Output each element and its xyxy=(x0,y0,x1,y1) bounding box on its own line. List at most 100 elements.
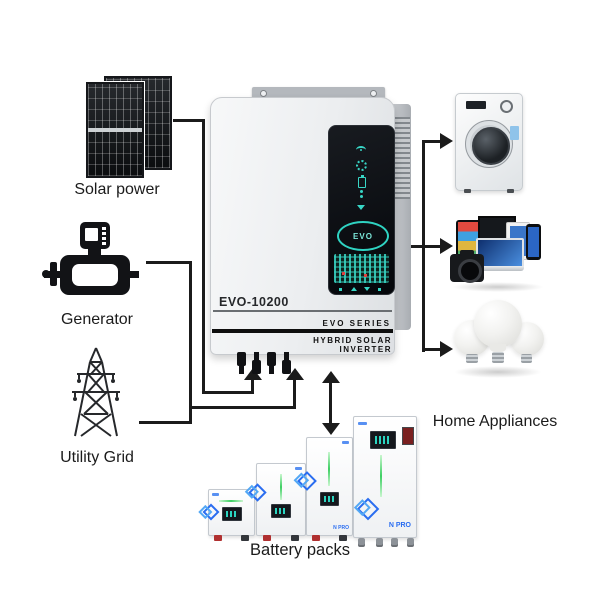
wire-solar-h2 xyxy=(202,391,254,394)
camera-device xyxy=(450,250,484,283)
washer-door xyxy=(465,120,513,168)
wire-arrow2-stem xyxy=(293,379,296,409)
battery-green-stripe xyxy=(280,474,282,500)
mc4-connector xyxy=(282,352,291,374)
wire-arrow-mid-stem xyxy=(422,245,442,248)
inverter-lcd-screen xyxy=(334,254,389,283)
evo-logo-text: EVO xyxy=(353,231,373,241)
lcd-alarm-indicator xyxy=(342,272,345,275)
wire-grid-h xyxy=(139,421,192,424)
inverter-product-label: HYBRID SOLAR INVERTER xyxy=(313,336,392,354)
touch-button-up xyxy=(351,287,357,291)
arrow-battery-down xyxy=(322,423,340,435)
generator-label: Generator xyxy=(60,311,134,328)
wire-solar-v xyxy=(202,119,205,394)
washer-knob xyxy=(500,100,513,113)
battery-terminal xyxy=(291,535,299,541)
electronics-shadow xyxy=(452,282,544,292)
bulb-right-base xyxy=(521,354,532,363)
solar-panel-front xyxy=(85,81,145,179)
touch-button-down xyxy=(364,287,370,291)
mc4-connector xyxy=(252,352,261,374)
touch-button-row xyxy=(337,286,386,294)
wire-mid-h xyxy=(189,406,296,409)
battery-screen xyxy=(370,431,396,449)
battery-green-stripe xyxy=(328,452,330,486)
home-appliances-label: Home Appliances xyxy=(432,413,558,430)
wire-solar-h1 xyxy=(168,119,205,122)
electronics-icon xyxy=(448,216,548,292)
fan-icon xyxy=(357,205,365,210)
wire-arrow-top-stem xyxy=(422,140,442,143)
battery-brand-text: N PRO xyxy=(388,522,411,529)
battery-screen xyxy=(320,492,339,506)
arrow-battery-up xyxy=(322,371,340,383)
inverter-body: EVO EVO-10200 EVO SERIES HYBRID SOLAR IN… xyxy=(210,97,395,355)
laptop-base xyxy=(472,266,524,271)
arrow-to-electronics xyxy=(440,238,453,254)
evo-logo: EVO xyxy=(337,221,389,251)
battery-brand-mark xyxy=(342,441,349,444)
wire-generator-h xyxy=(146,261,192,264)
utility-tower-icon xyxy=(72,347,120,437)
battery-caster xyxy=(358,538,365,545)
generator-icon xyxy=(42,222,139,295)
bulb-center-neck xyxy=(490,344,506,352)
touch-button xyxy=(339,288,342,291)
battery-terminal xyxy=(241,535,249,541)
battery-terminal xyxy=(214,535,222,541)
battery-caster xyxy=(391,538,398,545)
washing-machine-icon xyxy=(455,93,523,193)
usb-icon xyxy=(360,190,363,193)
battery-terminal xyxy=(339,535,347,541)
bulb-center xyxy=(474,300,522,348)
battery-terminal xyxy=(312,535,320,541)
mc4-connector xyxy=(237,352,246,374)
wire-generator-v xyxy=(189,261,192,424)
battery-terminal xyxy=(263,535,271,541)
arrow-to-washer xyxy=(440,133,453,149)
battery-caster xyxy=(376,538,383,545)
battery-brand-mark xyxy=(358,422,367,425)
battery-screen xyxy=(271,504,291,518)
touch-button xyxy=(378,288,381,291)
bulbs-shadow xyxy=(454,366,542,378)
battery-logo-diamond xyxy=(248,483,267,502)
washer-display xyxy=(466,101,486,109)
washer-door-glass xyxy=(472,127,510,165)
battery-pack-1 xyxy=(202,489,255,541)
solar-panel-icon xyxy=(85,74,173,179)
solar-label: Solar power xyxy=(74,181,160,198)
washer-foot xyxy=(464,189,471,193)
bracket-hole xyxy=(260,90,267,97)
inverter-display-panel: EVO xyxy=(328,125,395,295)
battery-pack-4: N PRO xyxy=(353,416,417,545)
washer-sticker xyxy=(510,126,519,140)
inverter-mount-bracket xyxy=(252,87,385,100)
wire-battery-stem xyxy=(329,381,332,425)
battery-pack-3: N PRO xyxy=(297,437,353,541)
wire-arrow-bot-stem xyxy=(422,348,442,351)
battery-brand-text: N PRO xyxy=(333,525,349,531)
black-band xyxy=(212,329,393,333)
utility-grid-label: Utility Grid xyxy=(60,449,134,466)
battery-green-stripe xyxy=(219,500,243,502)
battery-switch-panel xyxy=(402,427,414,445)
bulb-center-base xyxy=(492,352,504,363)
phone-device xyxy=(526,224,541,260)
bulb-left-base xyxy=(466,354,478,363)
battery-caster xyxy=(407,538,414,545)
gear-icon xyxy=(356,160,367,171)
battery-screen xyxy=(222,507,242,521)
light-bulbs-icon xyxy=(452,296,544,386)
divider-line xyxy=(213,310,392,312)
battery-logo-diamond xyxy=(356,497,380,521)
battery-brand-mark xyxy=(295,467,302,470)
lcd-alarm-indicator xyxy=(364,274,367,277)
inverter-heatsink xyxy=(393,117,410,199)
battery-packs-label: Battery packs xyxy=(250,541,350,559)
wire-inverter-to-loads xyxy=(410,245,424,248)
arrow-to-bulbs xyxy=(440,341,453,357)
wire-arrow1-stem xyxy=(251,379,254,394)
